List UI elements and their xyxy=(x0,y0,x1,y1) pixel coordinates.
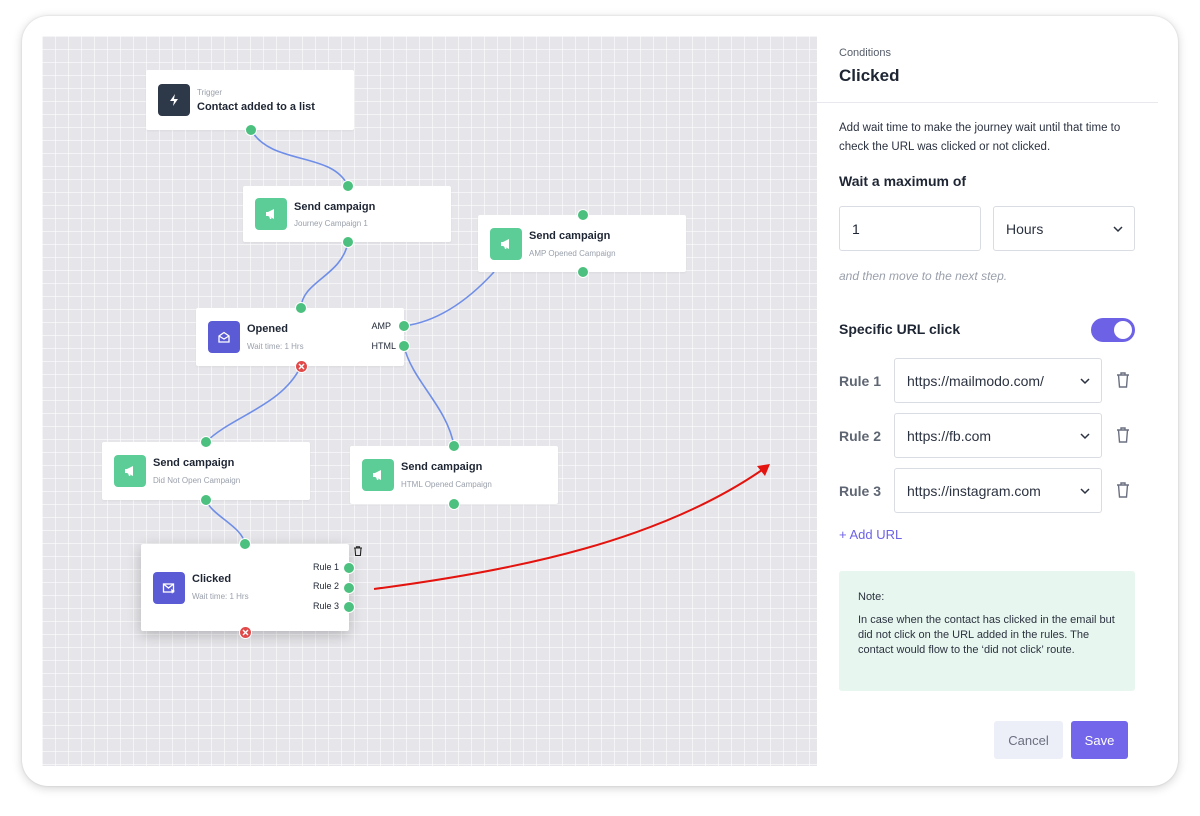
chevron-down-icon xyxy=(1080,487,1090,494)
trigger-node[interactable]: Trigger Contact added to a list xyxy=(146,70,354,130)
output-port[interactable] xyxy=(342,236,354,248)
envelope-click-icon xyxy=(153,571,185,604)
not-opened-port-icon[interactable] xyxy=(294,359,308,373)
node-kicker: Trigger xyxy=(197,88,223,97)
send-campaign-node[interactable]: Send campaign Journey Campaign 1 xyxy=(243,186,451,242)
port-label-html: HTML xyxy=(371,341,397,351)
port-label-amp: AMP xyxy=(371,321,391,331)
note-title: Note: xyxy=(858,591,885,603)
input-port[interactable] xyxy=(342,180,354,192)
rule-1-url-select[interactable]: https://mailmodo.com/ xyxy=(894,358,1102,403)
wait-unit-select[interactable]: Hours xyxy=(993,206,1135,251)
panel-header xyxy=(817,16,1158,103)
rule-label: Rule 2 xyxy=(839,428,882,444)
wait-unit: Hours xyxy=(1006,220,1044,237)
wait-value-input[interactable]: 1 xyxy=(839,206,981,251)
rule-label: Rule 3 xyxy=(839,483,882,499)
node-title: Send campaign xyxy=(401,461,483,473)
port-label-rule-3: Rule 3 xyxy=(312,601,339,611)
input-port[interactable] xyxy=(200,436,212,448)
panel-description: Add wait time to make the journey wait u… xyxy=(839,122,1121,153)
note-body: In case when the contact has clicked in … xyxy=(858,614,1115,656)
input-port[interactable] xyxy=(448,440,460,452)
node-title: Send campaign xyxy=(529,230,611,242)
rule-1-port[interactable] xyxy=(343,562,355,574)
node-subtitle: AMP Opened Campaign xyxy=(529,249,616,258)
rule-2-port[interactable] xyxy=(343,582,355,594)
node-subtitle: Wait time: 1 Hrs xyxy=(247,342,304,351)
wait-hint: and then move to the next step. xyxy=(839,269,1008,283)
send-campaign-node[interactable]: Send campaign HTML Opened Campaign xyxy=(350,446,558,504)
panel-kicker: Conditions xyxy=(839,47,891,59)
megaphone-icon xyxy=(255,198,287,230)
cancel-button[interactable]: Cancel xyxy=(994,721,1063,759)
rule-url: https://instagram.com xyxy=(907,482,1041,499)
port-label-rule-2: Rule 2 xyxy=(312,581,339,591)
node-subtitle: Wait time: 1 Hrs xyxy=(192,592,249,601)
toggle-knob xyxy=(1114,321,1132,339)
chevron-down-icon xyxy=(1080,432,1090,439)
input-port[interactable] xyxy=(295,302,307,314)
rule-url: https://mailmodo.com/ xyxy=(907,372,1044,389)
save-button[interactable]: Save xyxy=(1071,721,1128,759)
rule-3-url-select[interactable]: https://instagram.com xyxy=(894,468,1102,513)
connector-lines xyxy=(205,129,495,545)
output-port[interactable] xyxy=(448,498,460,510)
lightning-icon xyxy=(158,84,190,116)
wait-value: 1 xyxy=(852,220,860,237)
megaphone-icon xyxy=(362,459,394,491)
delete-rule-3-icon[interactable] xyxy=(1115,481,1131,499)
chevron-down-icon xyxy=(1080,377,1090,384)
html-output-port[interactable] xyxy=(398,340,410,352)
input-port[interactable] xyxy=(239,538,251,550)
envelope-open-icon xyxy=(208,321,240,353)
megaphone-icon xyxy=(114,455,146,487)
clicked-condition-node[interactable]: Clicked Wait time: 1 Hrs Rule 1 Rule 2 R… xyxy=(141,544,349,631)
output-port[interactable] xyxy=(245,124,257,136)
url-click-toggle[interactable] xyxy=(1091,318,1135,342)
delete-rule-2-icon[interactable] xyxy=(1115,426,1131,444)
node-title: Send campaign xyxy=(294,201,376,213)
node-subtitle: HTML Opened Campaign xyxy=(401,480,492,489)
rule-2-url-select[interactable]: https://fb.com xyxy=(894,413,1102,458)
output-port[interactable] xyxy=(200,494,212,506)
rule-url: https://fb.com xyxy=(907,427,992,444)
send-campaign-node[interactable]: Send campaign AMP Opened Campaign xyxy=(478,215,686,272)
opened-condition-node[interactable]: Opened Wait time: 1 Hrs AMP HTML xyxy=(196,308,404,366)
journey-canvas[interactable]: Trigger Contact added to a list Send cam… xyxy=(42,36,817,766)
amp-output-port[interactable] xyxy=(398,320,410,332)
output-port[interactable] xyxy=(577,266,589,278)
rule-label: Rule 1 xyxy=(839,373,882,389)
add-url-link[interactable]: + Add URL xyxy=(839,527,903,542)
node-title: Contact added to a list xyxy=(197,101,315,113)
node-title: Send campaign xyxy=(153,457,235,469)
not-clicked-port-icon[interactable] xyxy=(238,625,252,639)
send-campaign-node[interactable]: Send campaign Did Not Open Campaign xyxy=(102,442,310,500)
node-title: Clicked xyxy=(192,573,232,585)
rule-3-port[interactable] xyxy=(343,601,355,613)
panel-title: Clicked xyxy=(839,66,900,85)
node-title: Opened xyxy=(247,323,288,335)
input-port[interactable] xyxy=(577,209,589,221)
delete-rule-1-icon[interactable] xyxy=(1115,371,1131,389)
node-subtitle: Journey Campaign 1 xyxy=(294,219,368,228)
conditions-panel: Conditions Clicked Add wait time to make… xyxy=(817,16,1178,786)
megaphone-icon xyxy=(490,227,522,260)
delete-node-icon[interactable] xyxy=(352,545,364,557)
app-window: Trigger Contact added to a list Send cam… xyxy=(22,16,1178,786)
port-label-rule-1: Rule 1 xyxy=(312,562,339,572)
node-subtitle: Did Not Open Campaign xyxy=(153,476,241,485)
url-click-label: Specific URL click xyxy=(839,321,961,337)
chevron-down-icon xyxy=(1113,225,1123,232)
wait-label: Wait a maximum of xyxy=(839,173,967,189)
note-box: Note: In case when the contact has click… xyxy=(839,571,1135,691)
